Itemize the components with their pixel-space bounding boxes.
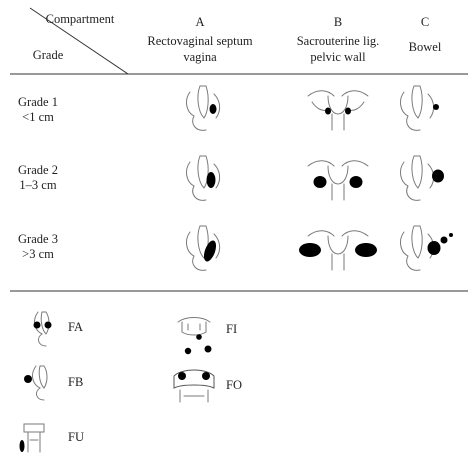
header-bottom-rule (10, 73, 468, 75)
col-a-letter: A (195, 15, 205, 29)
col-a-title-line2: vagina (183, 50, 217, 64)
sketch-b-grade-1 (307, 90, 369, 131)
legend-label-fu: FU (68, 430, 84, 444)
sketch-c-grade-1 (400, 85, 439, 131)
col-b-letter: B (333, 15, 343, 29)
grade-2-label: Grade 2 (18, 163, 58, 177)
legend-label-fa: FA (68, 320, 84, 334)
grade-3-label: Grade 3 (18, 232, 58, 246)
col-b-title-line2: pelvic wall (310, 50, 366, 64)
legend-label-fo: FO (226, 378, 242, 392)
col-c-title-line1: Bowel (408, 40, 442, 54)
sketch-c-grade-3 (400, 225, 453, 271)
col-b-title-line1: Sacrouterine lig. (296, 34, 380, 48)
other-sketch-icon (173, 369, 215, 403)
sketch-c-grade-2 (400, 155, 444, 201)
sketch-b-grade-2 (307, 160, 369, 201)
sketch-b-grade-3 (299, 230, 377, 271)
grade-2-size: 1–3 cm (19, 178, 57, 192)
intestine-sketch-icon (177, 317, 212, 355)
header-compartment-label: Compartment (45, 12, 115, 26)
legend-separator (10, 290, 468, 292)
legend-label-fb: FB (68, 375, 84, 389)
sketch-a-grade-3 (186, 225, 221, 271)
col-a-title-line1: Rectovaginal septum (147, 34, 253, 48)
sketch-a-grade-2 (186, 155, 221, 201)
sketch-a-grade-1 (186, 85, 221, 131)
legend-label-fi: FI (226, 322, 238, 336)
bladder-sketch-icon (24, 365, 48, 401)
grade-1-label: Grade 1 (18, 95, 58, 109)
ureter-sketch-icon (19, 423, 45, 453)
header-grade-label: Grade (32, 48, 64, 62)
grade-1-size: <1 cm (22, 110, 54, 124)
grade-3-size: >3 cm (22, 247, 54, 261)
col-c-letter: C (420, 15, 430, 29)
adenomyosis-sketch-icon (33, 311, 52, 347)
header-diagonal-divider (29, 7, 129, 75)
